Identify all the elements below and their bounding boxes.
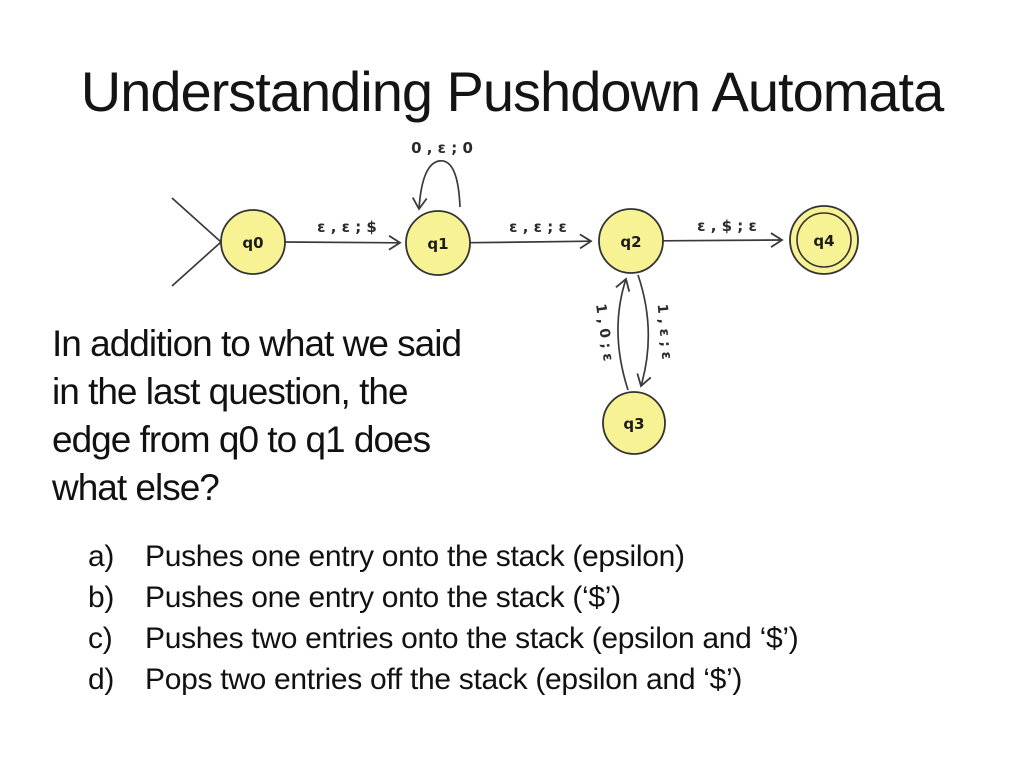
question-line: what else? (52, 467, 220, 508)
option-text: Pushes one entry onto the stack (‘$’) (145, 581, 621, 614)
option-marker: b) (88, 581, 115, 614)
question-line: in the last question, the (52, 371, 409, 412)
edge-label-q2-q4: ε , $ ; ε (697, 217, 757, 235)
list-item-option-c: c) Pushes two entries onto the stack (ep… (88, 618, 799, 659)
answer-options-list: a) Pushes one entry onto the stack (epsi… (88, 536, 799, 700)
page-title: Understanding Pushdown Automata (80, 60, 944, 123)
edge-q2-q3 (636, 274, 652, 388)
state-label-q1: q1 (427, 235, 448, 253)
option-text: Pushes two entries onto the stack (epsil… (145, 622, 799, 655)
list-item-option-a: a) Pushes one entry onto the stack (epsi… (88, 536, 798, 577)
state-label-q2: q2 (620, 233, 641, 251)
state-q2 (598, 208, 664, 274)
option-marker: d) (88, 663, 115, 696)
list-item-option-d: d) Pops two entries off the stack (epsil… (88, 659, 798, 700)
start-arrow-triangle (171, 197, 223, 287)
edge-label-q3-q2: 1 , 0 ; ε (592, 303, 616, 362)
edge-label-q2-q3: 1 , ε ; ε (654, 303, 675, 360)
state-q1 (405, 210, 471, 276)
edge-label-q1-loop: 0 , ε ; 0 (411, 139, 473, 157)
option-text: Pushes one entry onto the stack (epsilon… (145, 540, 685, 573)
option-text: Pops two entries off the stack (epsilon … (145, 663, 743, 696)
edge-q1-self-loop (411, 160, 461, 211)
question-line: edge from q0 to q1 does (52, 419, 431, 460)
state-label-q3: q3 (623, 415, 644, 433)
edge-q1-q2 (469, 233, 593, 250)
list-item-option-b: b) Pushes one entry onto the stack (‘$’) (88, 577, 798, 618)
option-marker: c) (88, 622, 113, 655)
edge-q0-q1 (284, 234, 402, 251)
edge-label-q1-q2: ε , ε ; ε (509, 218, 567, 236)
option-marker: a) (88, 540, 115, 573)
pushdown-automaton-diagram: q0 q1 q2 q3 q4 ε , ε ; $ 0 , ε ; 0 ε , ε… (171, 139, 859, 455)
edge-q3-q2 (615, 277, 631, 391)
edge-q2-q4 (662, 232, 784, 248)
question-text: In addition to what we said in the last … (52, 320, 552, 512)
state-q3 (602, 391, 666, 455)
state-label-q0: q0 (242, 234, 263, 252)
state-q4-outer (789, 205, 859, 275)
state-q4-inner (796, 212, 852, 268)
edge-label-q0-q1: ε , ε ; $ (317, 218, 377, 236)
state-q0 (220, 209, 286, 275)
question-line: In addition to what we said (52, 323, 462, 364)
state-label-q4: q4 (813, 232, 834, 250)
